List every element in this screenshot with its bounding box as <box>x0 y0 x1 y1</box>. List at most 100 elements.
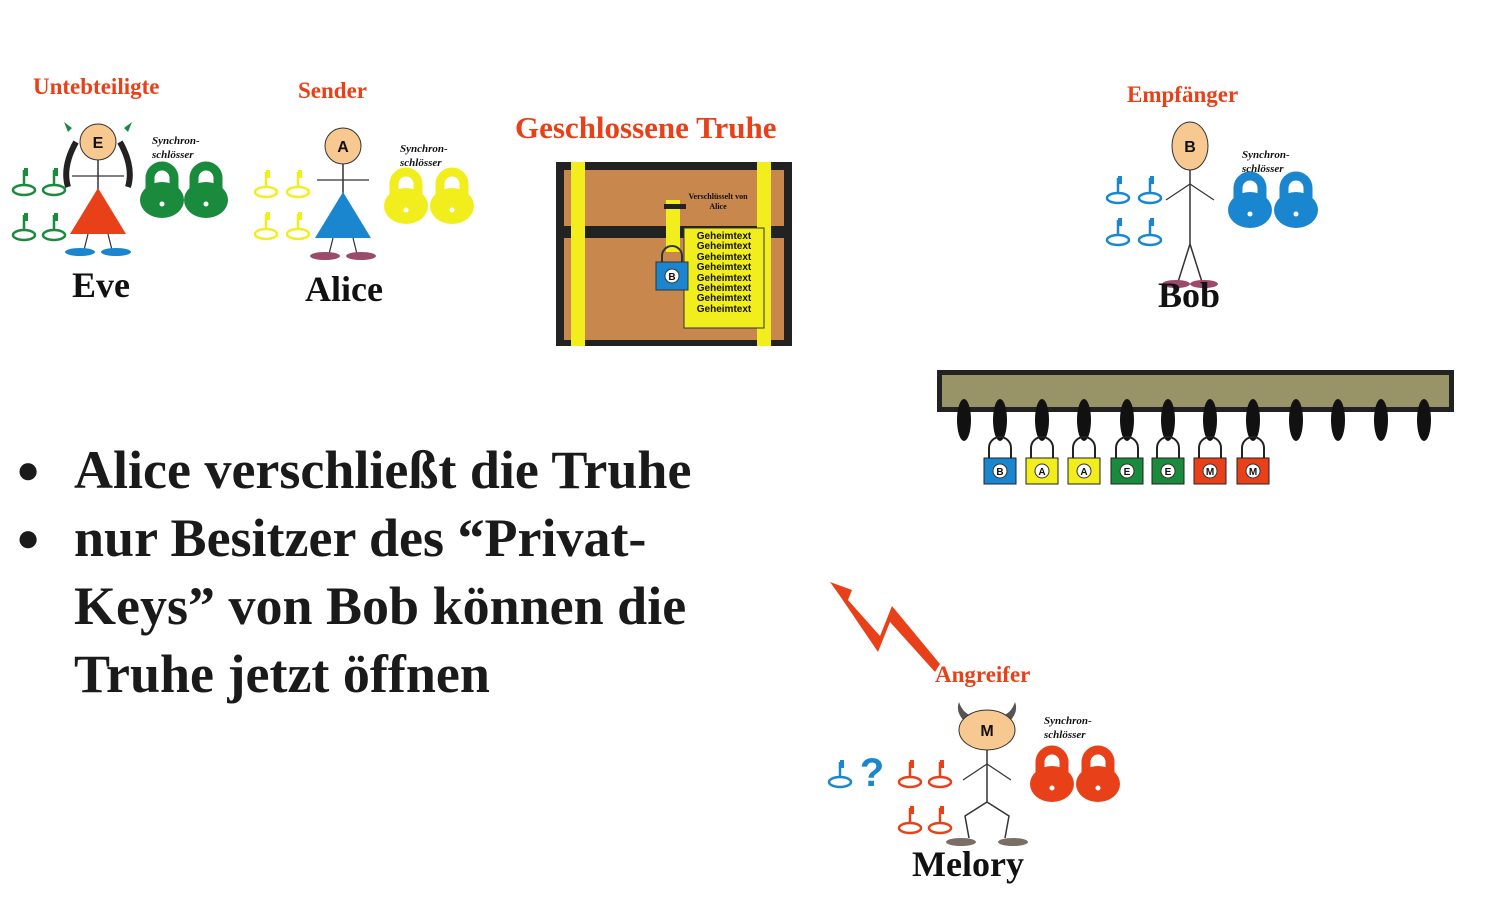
arm <box>1189 183 1215 201</box>
sync-label-alice: Synchron-schlösser <box>400 143 448 169</box>
rack-padlock-body <box>1193 457 1227 485</box>
arm <box>986 763 1012 781</box>
bullet-dot-icon: ● <box>16 515 41 560</box>
key-icon <box>285 212 311 241</box>
key-icon <box>253 212 279 241</box>
rack-padlock-badge <box>1202 463 1218 479</box>
padlock-icon <box>1076 745 1120 802</box>
arm <box>962 763 988 781</box>
padlock-keyhole <box>1247 211 1253 217</box>
padlock-keyhole <box>449 207 455 213</box>
shoe <box>946 838 976 846</box>
padlock-icon <box>1274 171 1318 228</box>
rack-padlock-initial: E <box>1124 467 1131 478</box>
padlock-icon <box>384 167 428 224</box>
leg <box>328 237 334 255</box>
key-bit <box>24 213 28 221</box>
head-initial: B <box>1184 139 1196 156</box>
padlock-shackle <box>1081 745 1115 772</box>
name-bob: Bob <box>1158 275 1221 315</box>
rack-padlock-badge <box>1119 463 1135 479</box>
chest-hasp-bar <box>664 204 686 209</box>
key-bit <box>54 168 58 176</box>
rack-hook <box>1246 399 1260 441</box>
chest-lock-badge <box>664 268 680 284</box>
leg <box>107 233 113 251</box>
padlock-shackle <box>389 167 423 194</box>
role-melory: Angreifer <box>935 662 1031 687</box>
ciphertext-note <box>683 227 765 329</box>
rack-hook <box>1417 399 1431 441</box>
key-bow <box>927 775 953 789</box>
key-bit <box>910 760 914 768</box>
padlock-icon <box>1228 171 1272 228</box>
rack-padlock-shackle <box>1072 436 1096 460</box>
rack-hook <box>1035 399 1049 441</box>
key-icon <box>11 168 37 197</box>
bullet-text: Alice verschließt die Truhe <box>74 440 692 500</box>
padlock-keyhole <box>403 207 409 213</box>
key-bit <box>298 212 302 220</box>
rack-padlock-initial: A <box>1080 467 1087 478</box>
name-eve: Eve <box>72 265 130 305</box>
key-bit <box>266 212 270 220</box>
padlock-icon <box>1030 745 1074 802</box>
rack-padlock-shackle <box>1030 436 1054 460</box>
key-bit <box>1118 218 1122 226</box>
rack-padlock-badge <box>992 463 1008 479</box>
chest-locked-by: Verschlüsselt von Alice <box>688 192 748 211</box>
rack-padlock-initial: M <box>1206 467 1214 478</box>
shoe <box>65 248 95 256</box>
key-icon <box>1105 218 1131 247</box>
key-bow <box>285 185 311 199</box>
chest-title: Geschlossene Truhe <box>515 110 777 145</box>
chest-lock-initial: B <box>668 272 675 283</box>
shoe <box>310 252 340 260</box>
bullet-dot-icon: ● <box>16 447 41 492</box>
key-icon <box>927 760 953 789</box>
padlock-keyhole <box>1095 785 1101 791</box>
legs <box>964 801 1010 839</box>
padlock-body <box>140 182 184 218</box>
key-icon <box>1137 218 1163 247</box>
rack-padlock-body <box>1151 457 1185 485</box>
padlock-shackle <box>1233 171 1267 198</box>
shoe <box>101 248 131 256</box>
rack-hook <box>1289 399 1303 441</box>
rack-padlock-initial: A <box>1038 467 1045 478</box>
bullet-list: ● Alice verschließt die Truhe ● nur Besitz… <box>10 436 830 708</box>
rack-padlock-shackle <box>1241 436 1265 460</box>
key-icon <box>41 168 67 197</box>
bullet-item: ● nur Besitzer des “Privat-Keys” von Bob … <box>10 504 830 708</box>
rack-hook <box>993 399 1007 441</box>
padlock-icon <box>430 167 474 224</box>
sync-label-melory: Synchron-schlösser <box>1044 715 1092 741</box>
key-rack <box>937 370 1454 441</box>
rack-hook <box>1331 399 1345 441</box>
key-bit <box>910 806 914 814</box>
key-icon <box>897 760 923 789</box>
rack-padlock-icon: B <box>983 436 1017 485</box>
person-bob: B <box>1162 121 1218 288</box>
chest-hasp <box>666 200 680 252</box>
padlock-keyhole <box>203 201 209 207</box>
rack-hook <box>1120 399 1134 441</box>
key-icon <box>11 213 37 242</box>
role-alice: Sender <box>298 78 367 103</box>
key-bit <box>266 170 270 178</box>
key-bit <box>298 170 302 178</box>
key-bow <box>285 227 311 241</box>
name-alice: Alice <box>305 269 383 309</box>
key-bow <box>253 227 279 241</box>
key-bow <box>1105 233 1131 247</box>
key-bit <box>24 168 28 176</box>
bullet-item: ● Alice verschließt die Truhe <box>10 436 830 504</box>
rack-hook <box>1203 399 1217 441</box>
padlock-body <box>1274 192 1318 228</box>
rack-hook <box>1077 399 1091 441</box>
shoe <box>998 838 1028 846</box>
bullet-text: nur Besitzer des “Privat-Keys” von Bob k… <box>74 508 687 704</box>
key-bit <box>1150 176 1154 184</box>
key-bit <box>940 806 944 814</box>
key-bow <box>41 183 67 197</box>
